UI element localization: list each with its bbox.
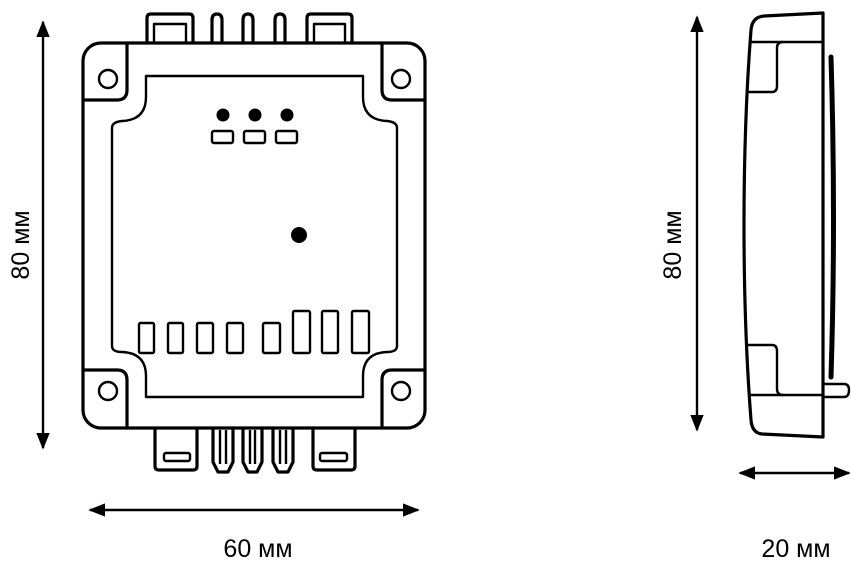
side-depth-label: 20 мм	[761, 535, 830, 563]
front-width-label: 60 мм	[223, 535, 292, 563]
front-view: 80 мм 60 мм	[7, 12, 427, 563]
side-height-label: 80 мм	[659, 210, 687, 279]
bottom-terminal-left	[153, 426, 199, 472]
top-fins	[210, 12, 287, 45]
top-terminal-left	[145, 12, 195, 45]
indicator-leds	[210, 108, 299, 145]
bottom-fins	[211, 426, 295, 474]
mounting-hole-bottom-right	[390, 380, 412, 402]
inner-panel	[110, 74, 399, 399]
front-height-label: 80 мм	[7, 210, 35, 279]
mounting-hole-bottom-left	[97, 380, 119, 402]
side-housing	[742, 11, 825, 439]
mounting-hole-top-right	[390, 68, 412, 90]
terminal-slots	[137, 309, 371, 355]
center-dot	[291, 227, 307, 243]
top-terminal-right	[305, 12, 354, 45]
mounting-clip	[828, 54, 836, 380]
housing-outline	[81, 41, 427, 430]
bottom-terminal-right	[311, 426, 357, 472]
mounting-hole-top-left	[97, 68, 119, 90]
side-view: 80 мм 20 мм	[659, 11, 851, 563]
